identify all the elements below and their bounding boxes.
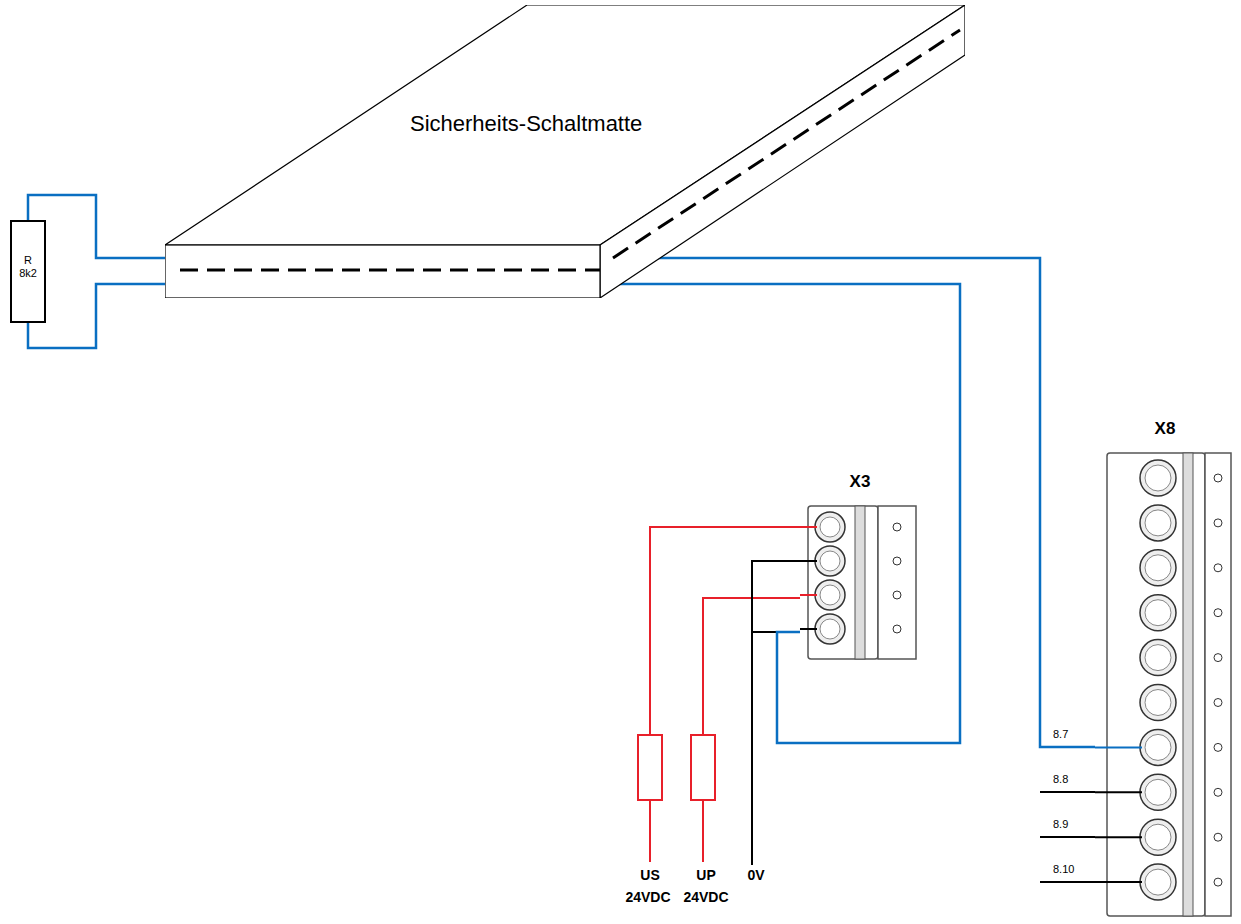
mat-sensor-line xyxy=(613,30,960,258)
wire xyxy=(28,284,165,348)
terminal-screw xyxy=(1145,645,1171,671)
terminal-screw xyxy=(820,585,840,605)
mat-front xyxy=(165,245,600,298)
fuse-symbol xyxy=(638,735,662,800)
test-hole xyxy=(1214,654,1222,662)
supply-voltage: 24VDC xyxy=(625,889,670,905)
terminal-screw xyxy=(1140,685,1176,721)
test-hole xyxy=(1214,833,1222,841)
terminal-screw xyxy=(1140,595,1176,631)
terminal-number: 8.7 xyxy=(1053,728,1068,740)
terminal-screw xyxy=(1140,460,1176,496)
supply-voltage: 24VDC xyxy=(683,889,728,905)
terminal-screw xyxy=(815,546,845,576)
terminal-screw xyxy=(815,512,845,542)
outline xyxy=(165,5,965,298)
terminal-strip xyxy=(1183,453,1193,916)
terminal-number: 8.10 xyxy=(1053,863,1074,875)
terminal-screw xyxy=(1145,690,1171,716)
fuse-symbol xyxy=(691,735,715,800)
wire-stub xyxy=(800,628,817,630)
terminal-block: X3 xyxy=(800,466,920,663)
test-hole xyxy=(893,523,901,531)
test-hole xyxy=(893,625,901,633)
test-hole xyxy=(1214,564,1222,572)
test-hole xyxy=(1214,474,1222,482)
mat-title: Sicherheits-Schaltmatte xyxy=(410,111,965,137)
signal-wire xyxy=(1040,881,1095,883)
wire xyxy=(28,195,165,258)
terminal-screw xyxy=(1145,734,1171,760)
wire-stub xyxy=(1095,791,1142,793)
terminal-plate xyxy=(1205,453,1231,916)
terminal-number: 8.8 xyxy=(1053,773,1068,785)
mat-sensor-line xyxy=(180,269,600,272)
terminal-screw xyxy=(1140,729,1176,765)
terminal-screw xyxy=(815,580,845,610)
terminal-screw xyxy=(1145,465,1171,491)
terminal-screw xyxy=(820,551,840,571)
terminal-screw xyxy=(1140,819,1176,855)
test-hole xyxy=(1214,519,1222,527)
resistor-symbol: R 8k2 xyxy=(10,220,46,323)
terminal-name: X8 xyxy=(1095,419,1235,439)
ground-name: 0V xyxy=(747,867,764,883)
terminal-screw xyxy=(1145,510,1171,536)
terminal-screw xyxy=(1145,869,1171,895)
supply-name: UP xyxy=(696,867,715,883)
terminal-screw xyxy=(1140,505,1176,541)
resistor-body xyxy=(11,221,45,322)
test-hole xyxy=(1214,609,1222,617)
terminal-housing xyxy=(808,506,878,659)
wire-stub xyxy=(800,594,817,596)
terminal-screw xyxy=(1145,555,1171,581)
terminal-plate xyxy=(878,506,916,659)
resistor-value: R 8k2 xyxy=(15,254,41,280)
terminal-screw xyxy=(1140,774,1176,810)
terminal-name: X3 xyxy=(800,472,920,492)
terminal-screw xyxy=(820,619,840,639)
terminal-strip xyxy=(855,506,865,659)
safety-mat: Sicherheits-Schaltmatte xyxy=(165,5,965,298)
test-hole xyxy=(893,557,901,565)
terminal-screw xyxy=(1145,600,1171,626)
terminal-screw xyxy=(815,614,845,644)
signal-wire xyxy=(1040,791,1095,793)
terminal-block: X8 xyxy=(1095,413,1235,920)
wire-stub xyxy=(800,526,817,528)
wire xyxy=(600,284,960,743)
terminal-screw xyxy=(1140,864,1176,900)
test-hole xyxy=(893,591,901,599)
terminal-number: 8.9 xyxy=(1053,818,1068,830)
terminal-housing xyxy=(1107,453,1205,916)
supply-wire xyxy=(702,800,704,862)
test-hole xyxy=(1214,788,1222,796)
supply-wire xyxy=(649,800,651,862)
terminal-screw xyxy=(1140,550,1176,586)
test-hole xyxy=(1214,878,1222,886)
wire-stub xyxy=(1095,881,1142,883)
wire xyxy=(613,258,1095,747)
wire-stub xyxy=(1095,746,1142,748)
outline xyxy=(800,466,920,663)
mat-side xyxy=(600,5,965,298)
wire-stub xyxy=(1095,836,1142,838)
terminal-screw xyxy=(820,517,840,537)
test-hole xyxy=(1214,699,1222,707)
terminal-screw xyxy=(1140,640,1176,676)
outline xyxy=(1095,413,1235,920)
supply-name: US xyxy=(640,867,659,883)
terminal-screw xyxy=(1145,779,1171,805)
signal-wire xyxy=(1040,836,1095,838)
wire-stub xyxy=(800,560,817,562)
test-hole xyxy=(1214,743,1222,751)
terminal-screw xyxy=(1145,824,1171,850)
